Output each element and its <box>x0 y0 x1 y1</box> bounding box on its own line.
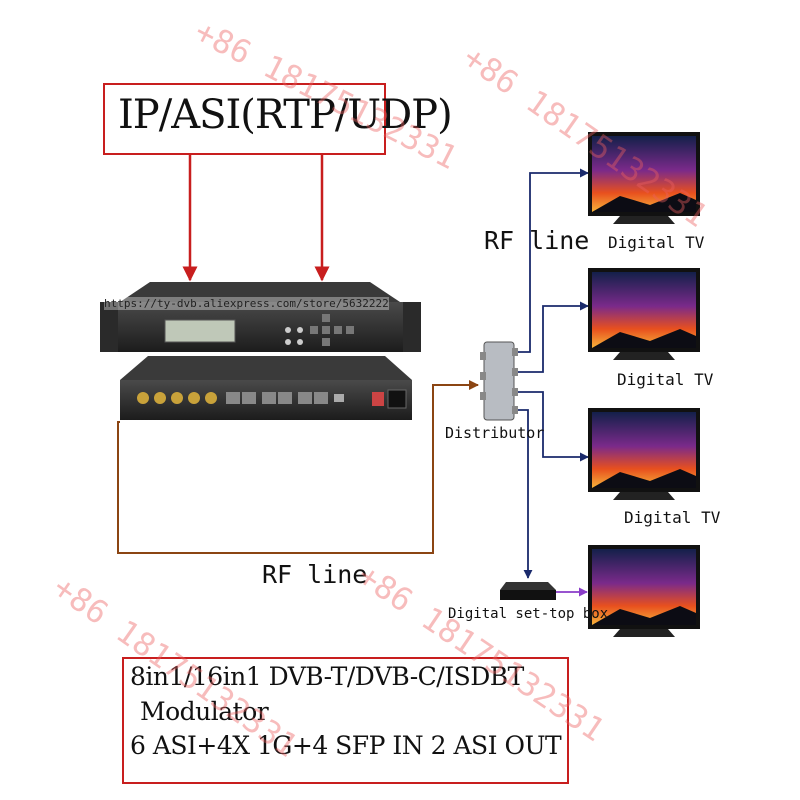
modulator-rear-panel <box>120 356 412 420</box>
output-cables <box>518 168 589 579</box>
distributor-label: Distributor <box>445 424 545 442</box>
tv-1-label: Digital TV <box>608 233 705 252</box>
tv-3-label: Digital TV <box>624 508 721 527</box>
rf-cable <box>117 380 479 554</box>
tv-3 <box>588 408 700 500</box>
tv-1 <box>588 132 700 224</box>
rf-line-label-bottom: RF line <box>262 560 368 589</box>
product-description-box <box>122 657 569 784</box>
ip-asi-input-label: IP/ASI(RTP/UDP) <box>118 92 453 138</box>
product-description-line-1: 8in1/16in1 DVB-T/DVB-C/ISDBT <box>130 662 524 691</box>
set-top-box <box>500 582 556 600</box>
input-arrows <box>182 155 330 282</box>
tv-4 <box>588 545 700 637</box>
set-top-box-label: Digital set-top box <box>448 606 609 622</box>
product-description-line-2: Modulator <box>140 697 269 726</box>
distributor-device <box>480 341 518 421</box>
modulator-front-panel <box>100 282 421 352</box>
tv-2 <box>588 268 700 360</box>
rf-line-label-top: RF line <box>484 226 590 255</box>
store-url: https://ty-dvb.aliexpress.com/store/5632… <box>104 297 389 310</box>
ip-asi-input-box <box>103 83 386 155</box>
tv-2-label: Digital TV <box>617 370 714 389</box>
product-description-line-3: 6 ASI+4X 1G+4 SFP IN 2 ASI OUT <box>130 731 562 760</box>
